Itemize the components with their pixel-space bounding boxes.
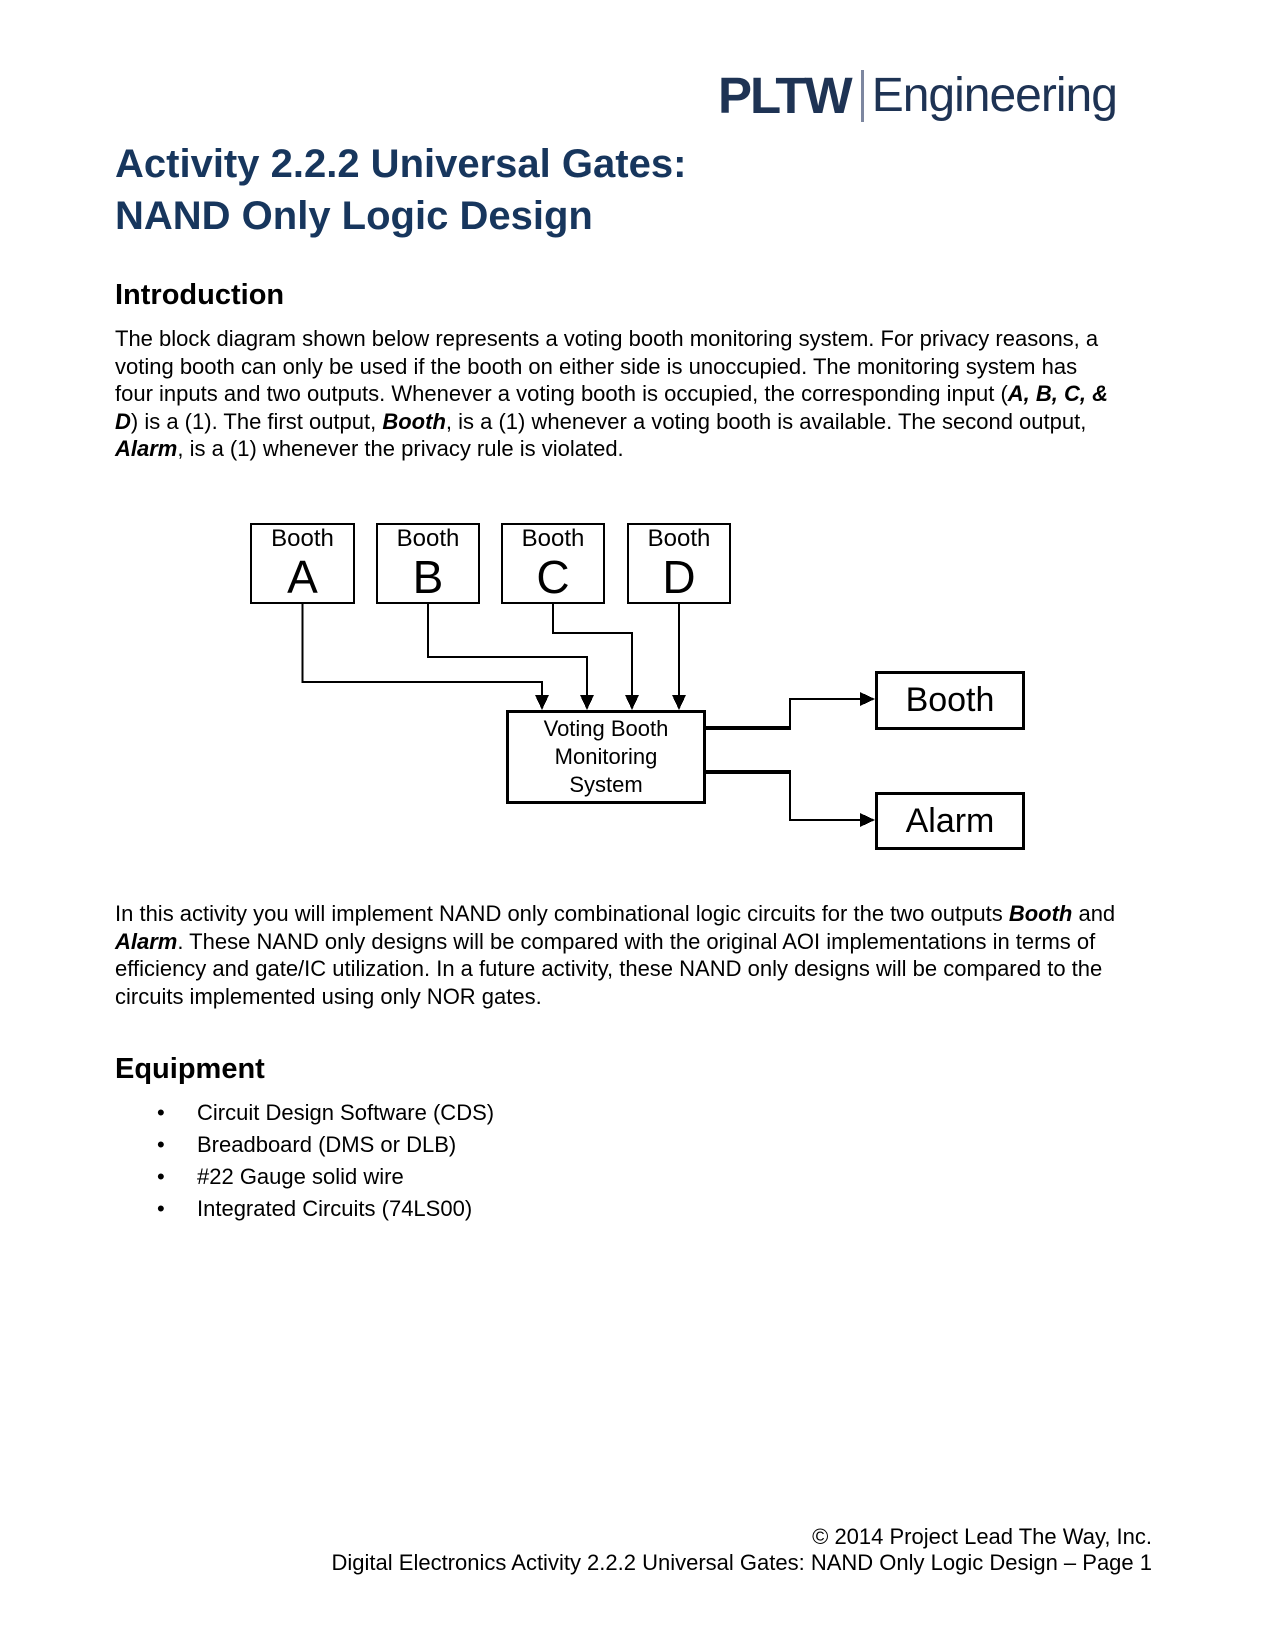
equipment-item-text: Circuit Design Software (CDS) <box>197 1100 495 1125</box>
booth-output-label: Booth <box>905 681 995 719</box>
connector-booth-b <box>427 604 588 696</box>
arrowhead-d <box>672 695 686 710</box>
booth-b-box: Booth B <box>376 523 480 604</box>
booth-c-box: Booth C <box>501 523 605 604</box>
monitor-line2: Monitoring <box>554 744 658 769</box>
booth-a-box: Booth A <box>250 523 355 604</box>
equipment-heading: Equipment <box>115 1053 265 1085</box>
booth-b-letter: B <box>412 551 444 603</box>
bullet-icon: • <box>157 1100 165 1125</box>
arrowhead-booth-out <box>860 692 875 706</box>
booth-b-label: Booth <box>396 525 460 552</box>
equipment-list: • Circuit Design Software (CDS) • Breadb… <box>115 1097 494 1225</box>
voting-booth-monitoring-system-box: Voting Booth Monitoring System <box>506 710 706 804</box>
booth-d-box: Booth D <box>627 523 731 604</box>
booth-c-label: Booth <box>521 525 585 552</box>
page-footer: © 2014 Project Lead The Way, Inc. Digita… <box>332 1524 1152 1576</box>
page-title-line2: NAND Only Logic Design <box>115 194 593 238</box>
booth-output-box: Booth <box>875 671 1025 730</box>
equipment-item: • Breadboard (DMS or DLB) <box>115 1129 494 1161</box>
alarm-output-line <box>789 770 861 821</box>
connector-booth-a <box>301 604 543 696</box>
arrowhead-c <box>625 695 639 710</box>
booth-a-label: Booth <box>271 525 334 552</box>
logo-division-text: Engineering <box>871 69 1118 122</box>
page-title: Activity 2.2.2 Universal Gates: NAND Onl… <box>115 138 686 242</box>
activity-paragraph: In this activity you will implement NAND… <box>115 901 1116 1009</box>
alarm-output-label: Alarm <box>905 801 995 840</box>
bullet-icon: • <box>157 1132 165 1157</box>
monitor-line1: Voting Booth <box>543 716 669 741</box>
booth-c-letter: C <box>536 551 570 603</box>
arrowhead-a <box>535 695 549 710</box>
equipment-item: • #22 Gauge solid wire <box>115 1161 494 1193</box>
footer-document-info: Digital Electronics Activity 2.2.2 Unive… <box>331 1550 1152 1575</box>
logo-divider <box>860 70 864 122</box>
equipment-item: • Integrated Circuits (74LS00) <box>115 1193 494 1225</box>
monitor-line3: System <box>569 772 643 797</box>
booth-a-letter: A <box>287 551 318 603</box>
introduction-paragraph: The block diagram shown below represents… <box>115 326 1109 462</box>
arrowhead-b <box>580 695 594 710</box>
alarm-output-box: Alarm <box>875 792 1025 850</box>
equipment-item: • Circuit Design Software (CDS) <box>115 1097 494 1129</box>
booth-output-line <box>789 698 861 730</box>
introduction-heading: Introduction <box>115 279 285 311</box>
connector-booth-c <box>552 604 633 696</box>
booth-d-label: Booth <box>647 525 711 552</box>
equipment-item-text: Integrated Circuits (74LS00) <box>197 1196 473 1221</box>
equipment-item-text: Breadboard (DMS or DLB) <box>197 1132 457 1157</box>
booth-d-letter: D <box>662 551 696 603</box>
bullet-icon: • <box>157 1164 165 1189</box>
arrowhead-alarm-out <box>860 813 875 827</box>
page-title-line1: Activity 2.2.2 Universal Gates: <box>115 142 687 186</box>
bullet-icon: • <box>157 1196 165 1221</box>
logo-pltw-text: PLTW <box>718 67 853 124</box>
footer-copyright: © 2014 Project Lead The Way, Inc. <box>812 1524 1152 1549</box>
pltw-engineering-logo: PLTW Engineering <box>718 67 1118 124</box>
equipment-item-text: #22 Gauge solid wire <box>197 1164 404 1189</box>
